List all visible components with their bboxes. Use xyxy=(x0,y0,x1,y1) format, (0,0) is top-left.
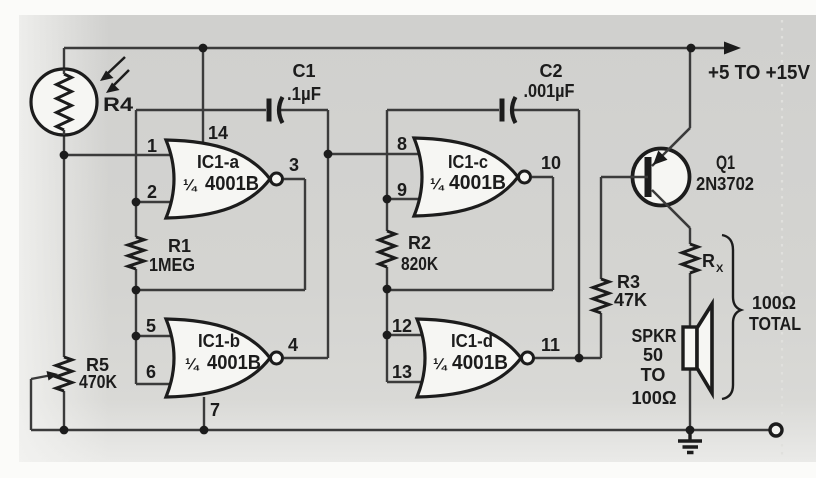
svg-text:IC1-b: IC1-b xyxy=(198,331,240,351)
svg-text:TOTAL: TOTAL xyxy=(749,314,801,334)
svg-text:100Ω: 100Ω xyxy=(752,293,796,313)
svg-text:4: 4 xyxy=(288,335,298,355)
svg-text:¼: ¼ xyxy=(433,356,448,373)
svg-text:+5 TO +15V: +5 TO +15V xyxy=(708,62,811,84)
svg-text:4001B: 4001B xyxy=(452,352,508,374)
svg-text:4001B: 4001B xyxy=(449,172,506,194)
svg-text:14: 14 xyxy=(208,123,228,143)
svg-text:12: 12 xyxy=(392,316,412,336)
svg-text:R: R xyxy=(702,251,715,271)
svg-text:IC1-c: IC1-c xyxy=(448,152,488,172)
svg-text:7: 7 xyxy=(210,400,220,420)
svg-text:TO: TO xyxy=(641,365,666,385)
svg-text:1MEG: 1MEG xyxy=(149,255,195,275)
svg-text:820K: 820K xyxy=(401,254,438,274)
svg-text:470K: 470K xyxy=(79,372,117,392)
svg-text:¼: ¼ xyxy=(183,177,198,194)
svg-text:R1: R1 xyxy=(168,236,191,256)
svg-text:IC1-a: IC1-a xyxy=(197,152,240,172)
svg-text:1: 1 xyxy=(147,136,157,156)
svg-text:5: 5 xyxy=(146,316,156,336)
svg-text:4001B: 4001B xyxy=(205,173,259,195)
svg-text:8: 8 xyxy=(397,134,407,154)
svg-text:2N3702: 2N3702 xyxy=(696,174,754,194)
svg-text:¼: ¼ xyxy=(430,176,445,193)
svg-text:IC1-d: IC1-d xyxy=(451,331,493,351)
svg-text:2: 2 xyxy=(147,182,157,202)
svg-text:50: 50 xyxy=(643,345,663,365)
svg-text:.1µF: .1µF xyxy=(287,84,321,104)
svg-text:¼: ¼ xyxy=(185,356,200,373)
svg-text:13: 13 xyxy=(392,362,412,382)
svg-text:C2: C2 xyxy=(539,61,562,81)
svg-text:R2: R2 xyxy=(408,233,431,253)
svg-text:R5: R5 xyxy=(86,355,109,375)
svg-text:Q1: Q1 xyxy=(716,153,735,174)
svg-text:R3: R3 xyxy=(617,272,640,292)
svg-text:100Ω: 100Ω xyxy=(632,388,677,408)
svg-text:3: 3 xyxy=(289,155,299,175)
svg-text:.001µF: .001µF xyxy=(524,81,575,101)
svg-text:47K: 47K xyxy=(614,290,647,310)
svg-text:10: 10 xyxy=(541,153,561,173)
svg-text:9: 9 xyxy=(397,180,407,200)
svg-text:6: 6 xyxy=(146,362,156,382)
svg-text:4001B: 4001B xyxy=(207,352,261,374)
svg-text:R4: R4 xyxy=(103,95,134,116)
svg-text:C1: C1 xyxy=(292,61,315,81)
svg-text:11: 11 xyxy=(541,335,560,355)
svg-text:SPKR: SPKR xyxy=(632,326,677,346)
svg-text:X: X xyxy=(716,263,724,275)
